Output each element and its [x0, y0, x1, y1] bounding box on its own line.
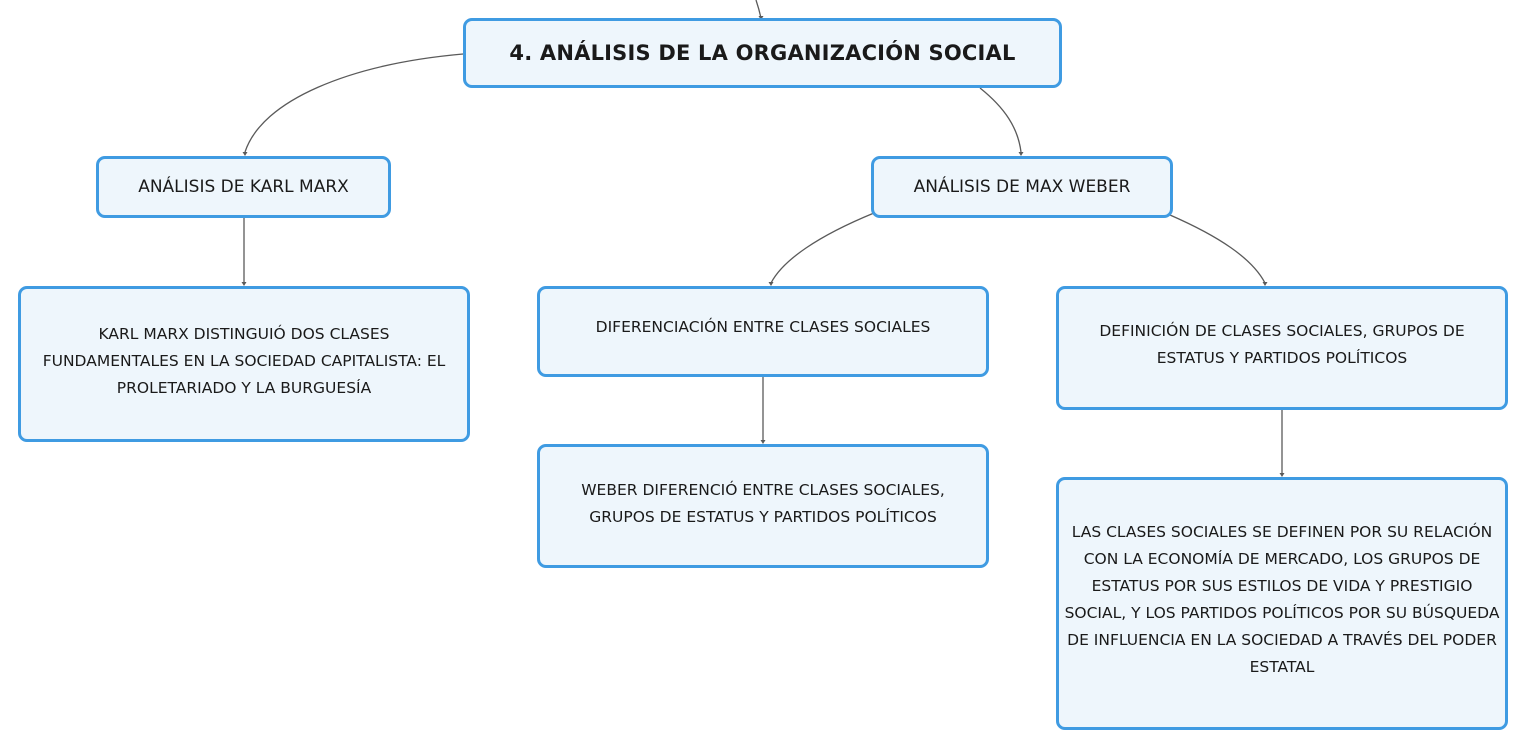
connector-incoming-root	[755, 0, 762, 19]
arrowhead-icon	[241, 282, 247, 286]
marx-analysis-label: ANÁLISIS DE KARL MARX	[138, 177, 349, 197]
weber-analysis-label: ANÁLISIS DE MAX WEBER	[913, 177, 1131, 197]
marx-detail-text: KARL MARX DISTINGUIÓ DOS CLASES FUNDAMEN…	[42, 324, 446, 397]
weber-differentiation-detail-text: WEBER DIFERENCIÓ ENTRE CLASES SOCIALES, …	[581, 481, 945, 526]
weber-definition-detail-text: LAS CLASES SOCIALES SE DEFINEN POR SU RE…	[1064, 522, 1500, 676]
root-topic-label: 4. ANÁLISIS DE LA ORGANIZACIÓN SOCIAL	[509, 41, 1016, 65]
arrowhead-icon	[760, 440, 766, 444]
arrowhead-icon	[242, 152, 248, 156]
connector-root-to-marx	[244, 53, 464, 153]
weber-definition-detail-node[interactable]: LAS CLASES SOCIALES SE DEFINEN POR SU RE…	[1056, 477, 1508, 730]
weber-differentiation-label: DIFERENCIACIÓN ENTRE CLASES SOCIALES	[595, 318, 931, 336]
marx-detail-node[interactable]: KARL MARX DISTINGUIÓ DOS CLASES FUNDAMEN…	[18, 286, 470, 442]
weber-definition-label: DEFINICIÓN DE CLASES SOCIALES, GRUPOS DE…	[1099, 322, 1465, 367]
weber-differentiation-node[interactable]: DIFERENCIACIÓN ENTRE CLASES SOCIALES	[537, 286, 989, 377]
root-topic-node[interactable]: 4. ANÁLISIS DE LA ORGANIZACIÓN SOCIAL	[463, 18, 1062, 88]
weber-analysis-node[interactable]: ANÁLISIS DE MAX WEBER	[871, 156, 1173, 218]
weber-definition-node[interactable]: DEFINICIÓN DE CLASES SOCIALES, GRUPOS DE…	[1056, 286, 1508, 410]
arrowhead-icon	[768, 282, 774, 286]
connector-weber-to-definition	[1169, 214, 1266, 284]
arrowhead-icon	[1018, 152, 1024, 156]
arrowhead-icon	[1262, 282, 1268, 286]
marx-analysis-node[interactable]: ANÁLISIS DE KARL MARX	[96, 156, 391, 218]
arrowhead-icon	[1279, 473, 1285, 477]
weber-differentiation-detail-node[interactable]: WEBER DIFERENCIÓ ENTRE CLASES SOCIALES, …	[537, 444, 989, 568]
connector-weber-to-differentiation	[770, 212, 875, 284]
connector-root-to-weber	[979, 87, 1022, 153]
